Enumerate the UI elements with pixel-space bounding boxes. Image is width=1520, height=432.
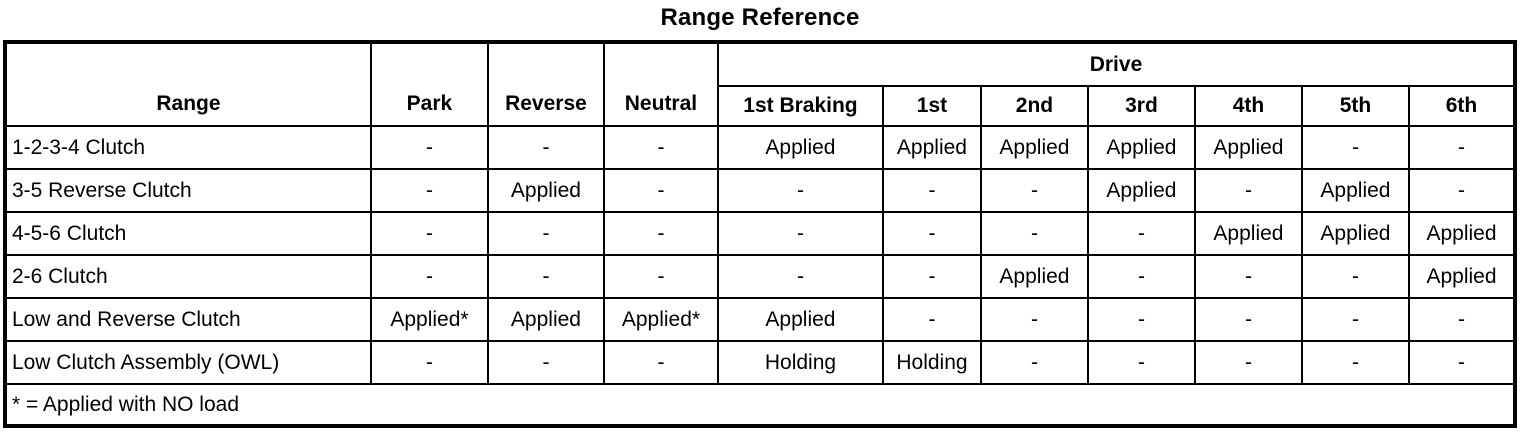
column-header-4th: 4th <box>1193 85 1303 127</box>
cell: - <box>602 340 719 385</box>
cell: - <box>369 168 489 213</box>
cell: Applied <box>486 297 605 342</box>
table-row: 3-5 Reverse Clutch - Applied - - - - App… <box>3 168 1517 213</box>
cell: Applied <box>1407 254 1517 299</box>
cell: - <box>602 254 719 299</box>
row-label: 3-5 Reverse Clutch <box>3 168 372 213</box>
table-row: 4-5-6 Clutch - - - - - - - Applied Appli… <box>3 211 1517 256</box>
column-header-1st-braking: 1st Braking <box>716 85 884 127</box>
column-header-1st: 1st <box>881 85 982 127</box>
cell: Applied <box>979 125 1089 170</box>
cell: - <box>1407 125 1517 170</box>
cell: - <box>602 125 719 170</box>
table-row: Low and Reverse Clutch Applied* Applied … <box>3 297 1517 342</box>
column-header-3rd: 3rd <box>1086 85 1196 127</box>
cell: - <box>1407 168 1517 213</box>
cell: Applied* <box>369 297 489 342</box>
cell: - <box>881 211 982 256</box>
column-header-6th: 6th <box>1407 85 1517 127</box>
header-sub-row: 1st Braking 1st 2nd 3rd 4th 5th 6th <box>5 85 1517 127</box>
cell: - <box>1086 340 1196 385</box>
cell: - <box>979 211 1089 256</box>
cell: - <box>1086 211 1196 256</box>
column-header-2nd: 2nd <box>979 85 1089 127</box>
cell: - <box>602 168 719 213</box>
cell: - <box>1086 297 1196 342</box>
cell: - <box>1300 340 1410 385</box>
cell: - <box>369 125 489 170</box>
cell: Applied <box>1407 211 1517 256</box>
cell: - <box>979 168 1089 213</box>
cell: - <box>1407 297 1517 342</box>
header-group-row: Range Park Reverse Neutral Drive <box>3 41 1517 127</box>
cell: Applied <box>486 168 605 213</box>
cell: Holding <box>716 340 884 385</box>
cell: - <box>881 297 982 342</box>
cell: - <box>1193 340 1303 385</box>
cell: - <box>716 211 884 256</box>
footnote-row: * = Applied with NO load <box>3 383 1517 427</box>
cell: - <box>1193 254 1303 299</box>
cell: Applied <box>1086 125 1196 170</box>
cell: - <box>369 340 489 385</box>
cell: Applied <box>1193 125 1303 170</box>
cell: - <box>486 340 605 385</box>
row-label: Low and Reverse Clutch <box>3 297 372 342</box>
cell: - <box>716 168 884 213</box>
column-header-reverse: Reverse <box>486 41 605 127</box>
table-row: 1-2-3-4 Clutch - - - Applied Applied App… <box>3 125 1517 170</box>
cell: - <box>1193 168 1303 213</box>
cell: - <box>1407 340 1517 385</box>
cell: Applied <box>716 125 884 170</box>
column-header-park: Park <box>369 41 489 127</box>
cell: - <box>881 254 982 299</box>
cell: - <box>369 254 489 299</box>
cell: - <box>486 254 605 299</box>
cell: - <box>602 211 719 256</box>
cell: - <box>1193 297 1303 342</box>
cell: Applied <box>1300 211 1410 256</box>
table-row: Low Clutch Assembly (OWL) - - - Holding … <box>3 340 1517 385</box>
cell: Applied <box>1086 168 1196 213</box>
cell: Applied <box>881 125 982 170</box>
row-label: 1-2-3-4 Clutch <box>3 125 372 170</box>
cell: Applied* <box>602 297 719 342</box>
row-label: 2-6 Clutch <box>3 254 372 299</box>
cell: - <box>486 125 605 170</box>
table-row: 2-6 Clutch - - - - - Applied - - - Appli… <box>3 254 1517 299</box>
drive-group-header: Drive <box>716 41 1517 87</box>
column-header-range: Range <box>3 41 372 127</box>
cell: - <box>1300 254 1410 299</box>
cell: - <box>369 211 489 256</box>
cell: - <box>716 254 884 299</box>
cell: Applied <box>979 254 1089 299</box>
cell: Applied <box>716 297 884 342</box>
cell: - <box>1300 297 1410 342</box>
cell: - <box>979 340 1089 385</box>
cell: Applied <box>1193 211 1303 256</box>
cell: Holding <box>881 340 982 385</box>
cell: - <box>979 297 1089 342</box>
column-header-5th: 5th <box>1300 85 1410 127</box>
column-header-neutral: Neutral <box>602 41 719 127</box>
cell: - <box>881 168 982 213</box>
range-reference-table: Range Park Reverse Neutral Drive 1st Bra… <box>2 40 1518 428</box>
page-title: Range Reference <box>660 4 860 31</box>
row-label: Low Clutch Assembly (OWL) <box>3 340 372 385</box>
cell: - <box>1300 125 1410 170</box>
cell: - <box>486 211 605 256</box>
cell: Applied <box>1300 168 1410 213</box>
cell: - <box>1086 254 1196 299</box>
row-label: 4-5-6 Clutch <box>3 211 372 256</box>
footnote: * = Applied with NO load <box>3 383 1517 427</box>
